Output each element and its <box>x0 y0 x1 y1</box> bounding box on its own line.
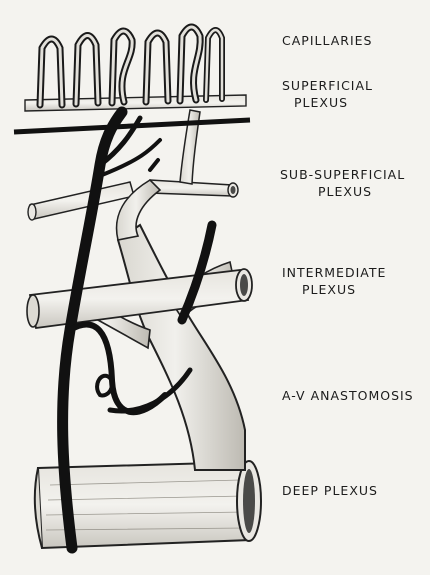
label-av-anastomosis: A-V ANASTOMOSIS <box>282 387 414 404</box>
label-deep-plexus: DEEP PLEXUS <box>282 482 378 499</box>
ascending-light-vein <box>70 225 245 470</box>
label-sub-superficial-plexus: SUB-SUPERFICIAL PLEXUS <box>280 166 405 200</box>
capillary-loops <box>40 27 222 105</box>
label-superficial-plexus: SUPERFICIAL PLEXUS <box>282 77 373 111</box>
label-capillaries: CAPILLARIES <box>282 32 372 49</box>
label-intermediate-plexus: INTERMEDIATE PLEXUS <box>282 264 386 298</box>
